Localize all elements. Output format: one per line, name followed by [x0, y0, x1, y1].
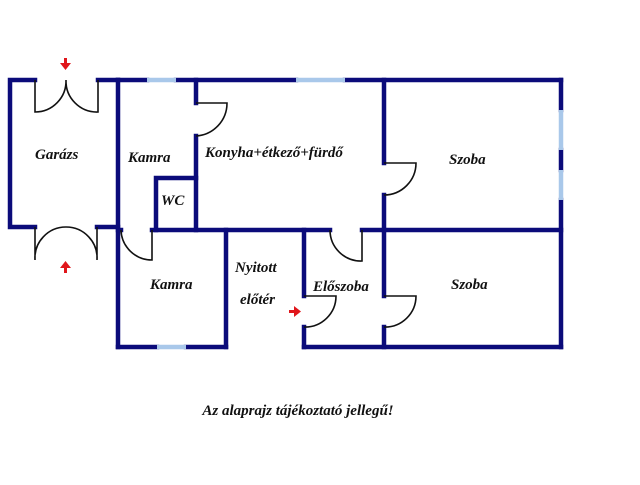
garage-door-bottom [34, 226, 98, 261]
room-label-nyitott: Nyitott [235, 260, 277, 276]
disclaimer-caption: Az alaprajz tájékoztató jellegű! [202, 403, 394, 419]
room-label-eloszoba: Előszoba [313, 279, 369, 295]
garage-door-top [34, 79, 99, 113]
room-label-garazs: Garázs [35, 147, 79, 163]
arrow-down-icon [60, 58, 71, 70]
room-label-wc: WC [161, 193, 185, 209]
entrance-door [303, 295, 337, 328]
windows [147, 77, 564, 350]
walls [7, 77, 564, 350]
doors [34, 79, 417, 328]
konyha-szoba-door [383, 162, 417, 196]
kamra-bottom-door [120, 229, 153, 261]
entrance-arrows [60, 58, 301, 317]
garage-wall-top-left [7, 77, 38, 230]
kamra-konyha-door [195, 102, 228, 137]
room-label-szoba-top: Szoba [449, 152, 486, 168]
room-label-kamra-top: Kamra [128, 150, 171, 166]
room-label-kamra-bottom: Kamra [150, 277, 193, 293]
arrow-up-icon [60, 261, 71, 273]
room-label-eloter: előtér [240, 292, 275, 308]
room-label-konyha: Konyha+étkező+fürdő [205, 145, 343, 161]
wc-walls [153, 175, 199, 233]
arrow-right-icon [289, 306, 301, 317]
room-label-szoba-bottom: Szoba [451, 277, 488, 293]
eloszoba-konyha-door [329, 229, 363, 262]
eloszoba-szoba-door [383, 295, 417, 328]
